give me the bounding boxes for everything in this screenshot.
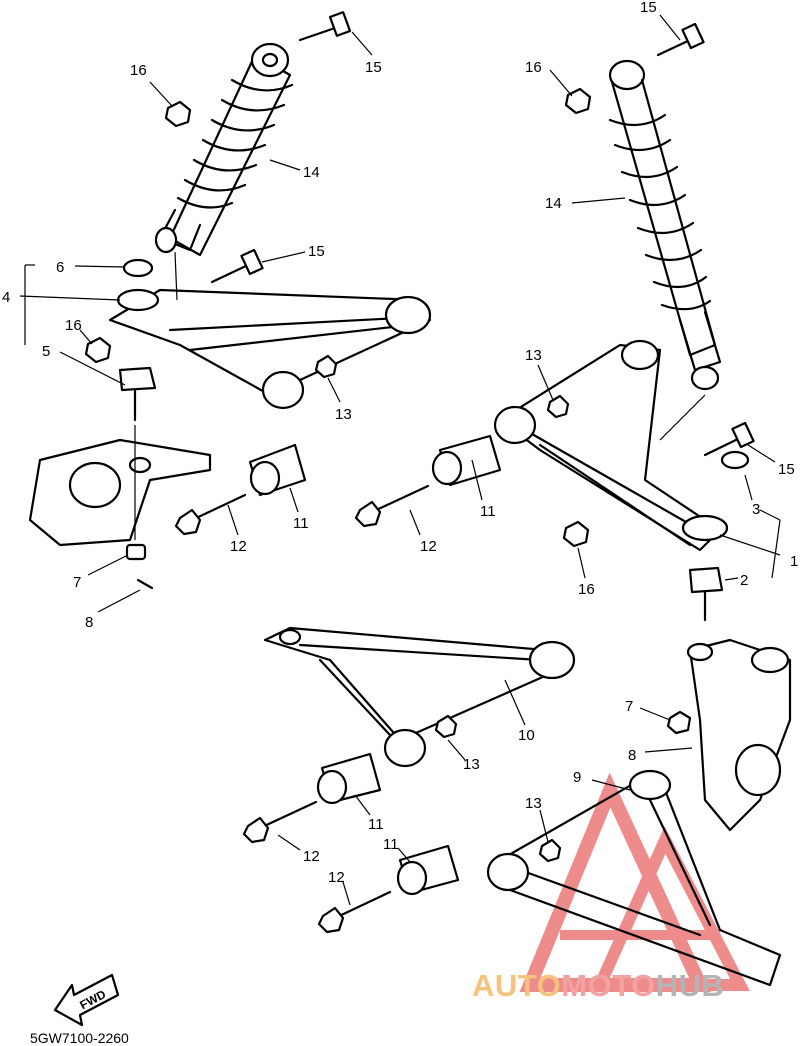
callout-3: 3: [752, 501, 760, 518]
callout-1: 1: [790, 553, 798, 570]
callout-6: 6: [56, 259, 64, 276]
bolt-15-top-right: [656, 22, 705, 57]
nut-16-c: [564, 87, 592, 115]
bushing-11-c: [316, 752, 382, 805]
callout-16: 16: [130, 62, 147, 79]
callout-13: 13: [463, 756, 480, 773]
callout-13: 13: [525, 795, 542, 812]
bolt-12-b: [354, 484, 430, 528]
callout-4: 4: [2, 289, 10, 306]
callout-13: 13: [525, 347, 542, 364]
diagram-reference-code: 5GW7100-2260: [30, 1030, 129, 1046]
nut-13-c: [434, 714, 458, 739]
left-upper-arm: [108, 258, 432, 422]
callout-15: 15: [308, 243, 325, 260]
right-upper-arm: [493, 339, 750, 622]
callout-10: 10: [518, 727, 535, 744]
callout-11: 11: [480, 503, 496, 520]
callout-16: 16: [578, 581, 595, 598]
lower-arm-10: [263, 626, 576, 768]
callout-11: 11: [368, 816, 384, 833]
bolt-12-a: [174, 493, 247, 536]
bolt-15-mid-right: [703, 421, 755, 457]
callout-7: 7: [73, 574, 81, 591]
callout-15: 15: [640, 0, 657, 16]
bushing-11-d: [396, 844, 460, 896]
callout-12: 12: [420, 538, 437, 555]
bolt-15-mid-left: [210, 248, 264, 284]
lower-arm-9: [486, 769, 782, 987]
callout-16: 16: [525, 59, 542, 76]
right-shock-absorber: [608, 59, 722, 441]
callout-9: 9: [573, 769, 581, 786]
callout-14: 14: [545, 195, 562, 212]
callout-11: 11: [293, 515, 309, 532]
watermark-part-2: MOTO: [561, 968, 656, 1003]
nut-16-a: [164, 100, 192, 128]
callout-16: 16: [65, 317, 82, 334]
bolt-12-c: [242, 800, 318, 844]
callout-2: 2: [740, 572, 748, 589]
bolt-15-top-left: [298, 11, 352, 42]
watermark-text: AUTOMOTOHUB: [472, 968, 724, 1004]
watermark-logo: [519, 772, 750, 992]
bolt-12-d: [317, 890, 392, 934]
callout-14: 14: [303, 164, 320, 181]
bushing-11-a: [248, 443, 307, 497]
callout-11: 11: [383, 836, 399, 853]
callout-12: 12: [303, 848, 320, 865]
left-shock-absorber: [154, 42, 294, 301]
nut-13-b: [546, 394, 570, 419]
callout-12: 12: [328, 869, 345, 886]
nut-16-d: [562, 520, 590, 548]
callout-15: 15: [365, 59, 382, 76]
callout-13: 13: [335, 406, 352, 423]
callout-8: 8: [85, 614, 93, 631]
callout-7: 7: [625, 698, 633, 715]
callout-15: 15: [778, 461, 795, 478]
leader-lines: [19, 14, 781, 906]
nut-13-a: [314, 354, 338, 379]
watermark-part-1: AUTO: [472, 968, 562, 1003]
bushing-11-b: [431, 434, 502, 487]
callout-5: 5: [42, 343, 50, 360]
nut-13-d: [538, 838, 562, 863]
callout-labels: 15 16 14 15 6 4 16 5 13 11 12 7 8 15 16 …: [2, 0, 798, 886]
callout-8: 8: [628, 747, 636, 764]
right-knuckle: [666, 638, 792, 832]
fwd-arrow-icon: FWD: [53, 973, 120, 1027]
callout-12: 12: [230, 538, 247, 555]
left-knuckle: [28, 425, 212, 590]
watermark-part-3: HUB: [655, 968, 725, 1003]
